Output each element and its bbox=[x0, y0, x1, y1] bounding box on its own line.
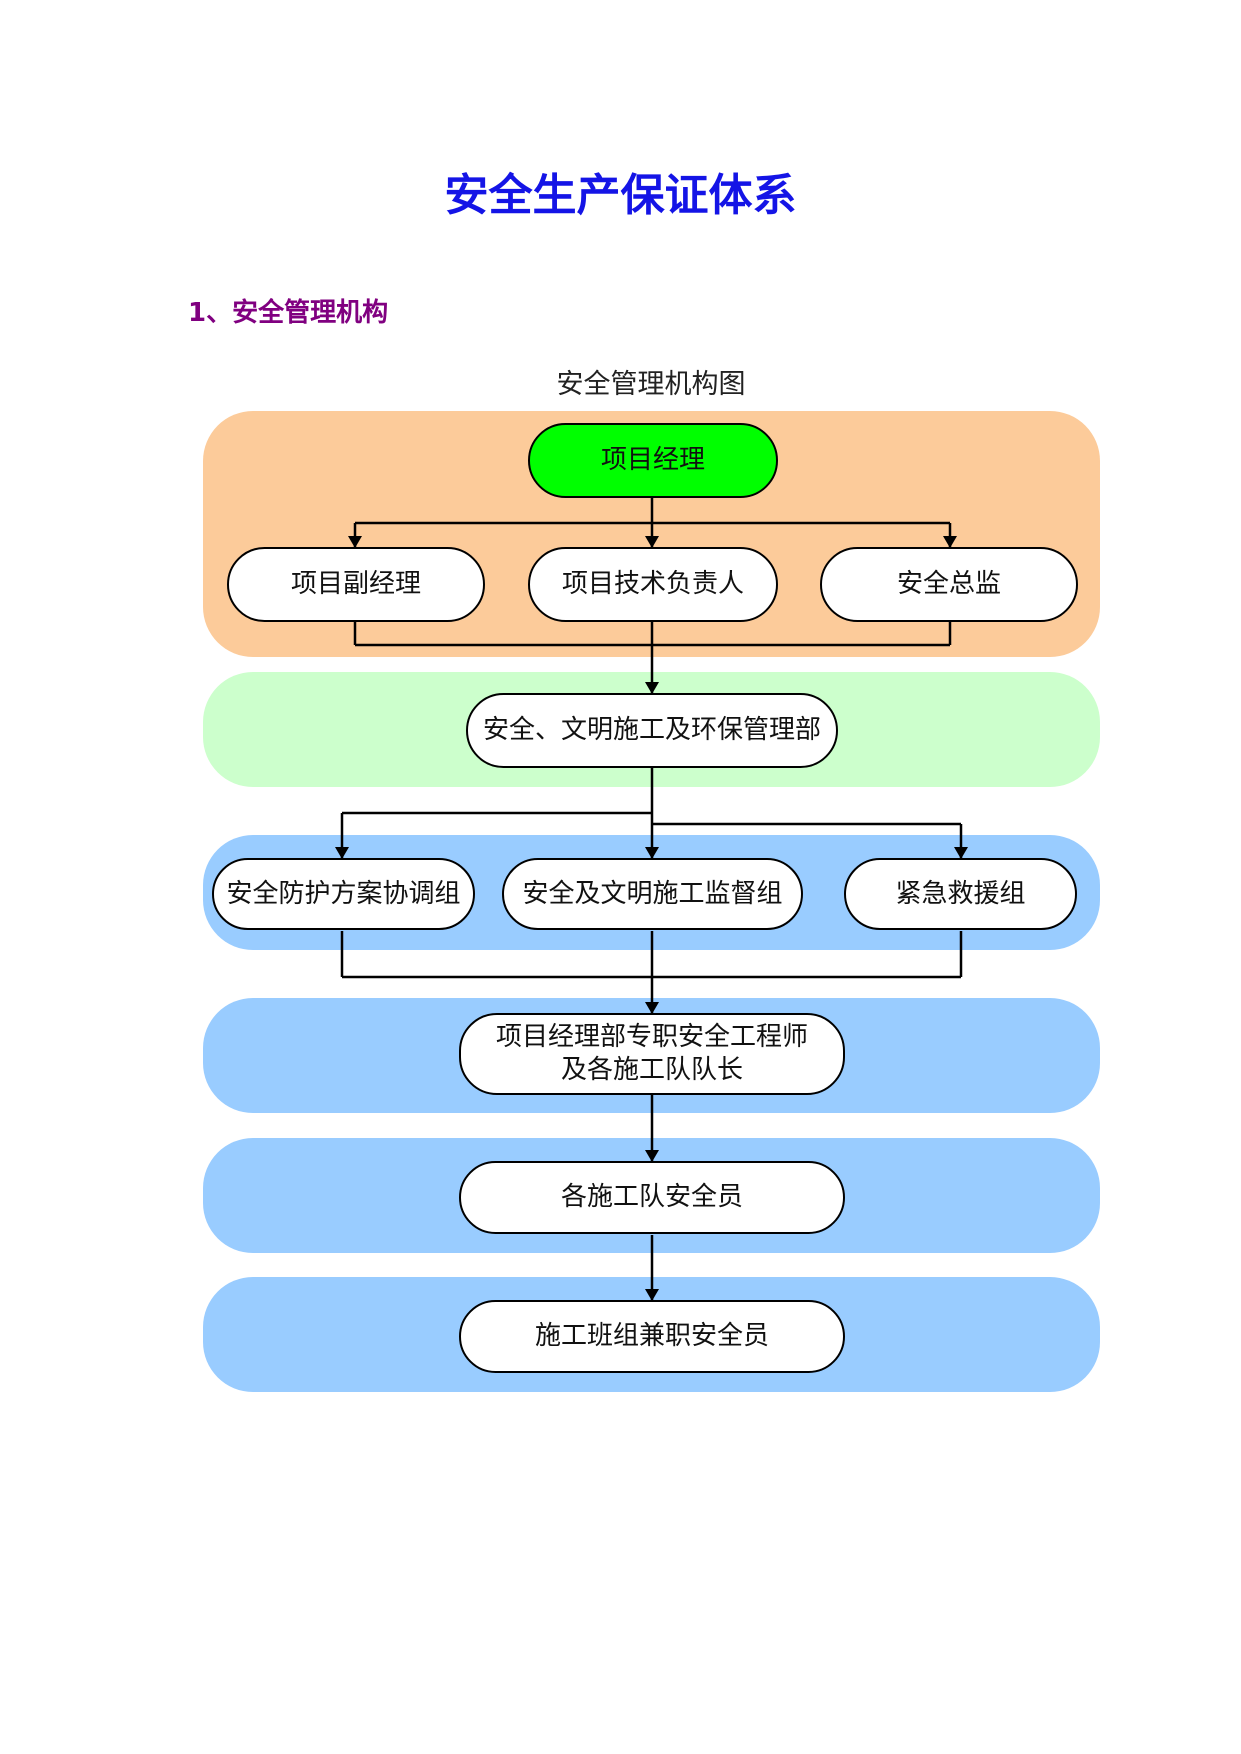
node-supervision-group: 安全及文明施工监督组 bbox=[502, 858, 803, 930]
page-title: 安全生产保证体系 bbox=[444, 170, 797, 221]
node-crew-safety-officers: 施工班组兼职安全员 bbox=[459, 1300, 845, 1373]
node-project-manager: 项目经理 bbox=[528, 423, 778, 498]
node-safety-director: 安全总监 bbox=[820, 547, 1078, 622]
diagram-caption: 安全管理机构图 bbox=[556, 369, 746, 400]
node-technical-lead: 项目技术负责人 bbox=[528, 547, 778, 622]
node-emergency-rescue-group: 紧急救援组 bbox=[844, 858, 1077, 930]
node-deputy-manager: 项目副经理 bbox=[227, 547, 485, 622]
node-protection-coordination-group: 安全防护方案协调组 bbox=[212, 858, 475, 930]
node-management-department: 安全、文明施工及环保管理部 bbox=[466, 693, 838, 768]
engineers-line-1: 项目经理部专职安全工程师 bbox=[495, 1022, 808, 1052]
section-heading: 1、安全管理机构 bbox=[188, 298, 389, 328]
engineers-line-2: 及各施工队队长 bbox=[560, 1055, 743, 1085]
node-safety-engineers-and-team-leaders: 项目经理部专职安全工程师 及各施工队队长 bbox=[459, 1013, 845, 1095]
node-team-safety-officers: 各施工队安全员 bbox=[459, 1161, 845, 1234]
